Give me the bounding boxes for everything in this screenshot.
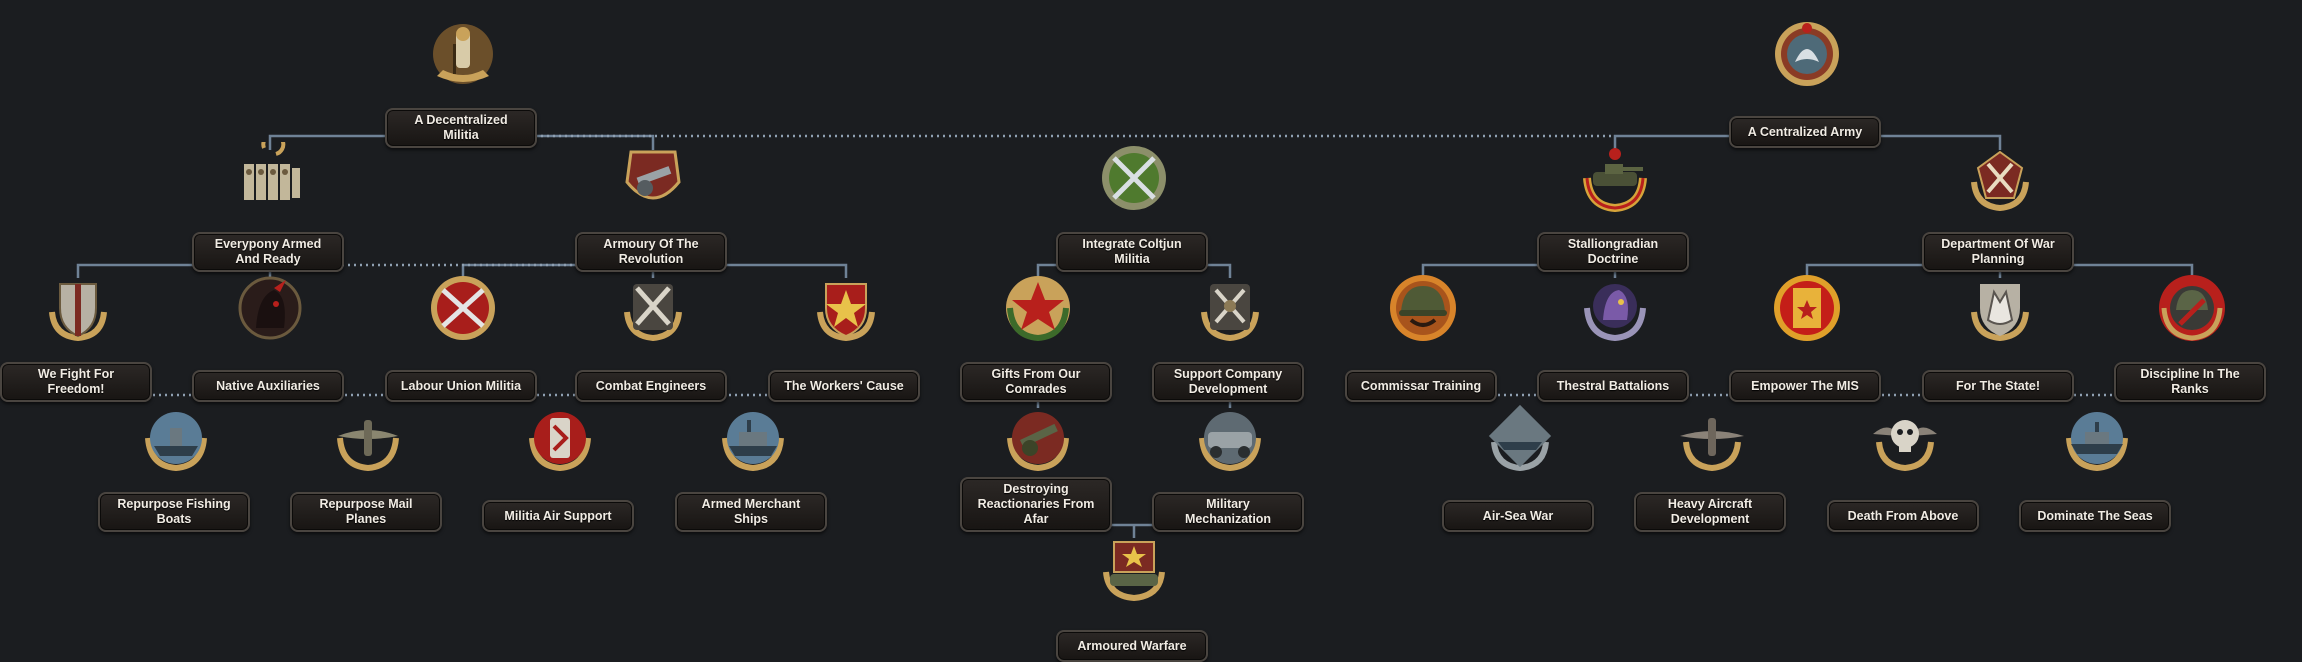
helmet-icon [1387,272,1459,344]
focus-combat-engineers[interactable]: Combat Engineers [573,272,733,402]
armed-crowd-icon [234,142,306,214]
focus-discipline-ranks[interactable]: Discipline In The Ranks [2112,272,2272,402]
focus-label: Militia Air Support [482,500,634,532]
focus-decentralized-militia[interactable]: A Decentralized Militia [383,18,543,148]
discipline-helmet-icon [2156,272,2228,344]
focus-empower-mis[interactable]: Empower The MIS [1727,272,1887,402]
focus-label: The Workers' Cause [768,370,920,402]
tank-wreath-icon [1579,142,1651,214]
crossed-rifles-icon [1098,142,1170,214]
focus-armed-merchant[interactable]: Armed Merchant Ships [673,402,833,532]
focus-military-mechanization[interactable]: Military Mechanization [1150,402,1310,532]
crossed-shovels-icon [1194,272,1266,344]
focus-label: Everypony Armed And Ready [192,232,344,272]
shield-sword-icon [42,272,114,344]
skull-wings-icon [1869,402,1941,474]
merchant-ship-icon [717,402,789,474]
focus-commissar-training[interactable]: Commissar Training [1343,272,1503,402]
native-warrior-icon [234,272,306,344]
focus-stalliongradian-doctrine[interactable]: Stalliongradian Doctrine [1535,142,1695,272]
focus-repurpose-planes[interactable]: Repurpose Mail Planes [288,402,448,532]
focus-everypony-armed[interactable]: Everypony Armed And Ready [190,142,350,272]
focus-dominate-seas[interactable]: Dominate The Seas [2017,402,2177,532]
red-star-wreath-icon [1002,272,1074,344]
focus-centralized-army[interactable]: A Centralized Army [1727,18,1887,148]
focus-workers-cause[interactable]: The Workers' Cause [766,272,926,402]
focus-armoury-revolution[interactable]: Armoury Of The Revolution [573,142,733,272]
focus-label: Dominate The Seas [2019,500,2171,532]
thestral-icon [1579,272,1651,344]
army-eagle-icon [1771,18,1843,90]
bomber-icon [1676,402,1748,474]
focus-label: Discipline In The Ranks [2114,362,2266,402]
focus-death-from-above[interactable]: Death From Above [1825,402,1985,532]
focus-air-sea-war[interactable]: Air-Sea War [1440,402,1600,532]
wolf-emblem-icon [1964,272,2036,344]
artillery-gun-icon [617,142,689,214]
crossed-tools-icon [617,272,689,344]
focus-department-war-planning[interactable]: Department Of War Planning [1920,142,2080,272]
focus-label: Empower The MIS [1729,370,1881,402]
tank-star-icon [1098,532,1170,604]
crossed-rifles-red-icon [427,272,499,344]
battleship-icon [2061,402,2133,474]
focus-label: Support Company Development [1152,362,1304,402]
focus-label: Armed Merchant Ships [675,492,827,532]
focus-destroying-reactionaries[interactable]: Destroying Reactionaries From Afar [958,402,1118,532]
focus-label: Destroying Reactionaries From Afar [960,477,1112,532]
focus-label: Repurpose Fishing Boats [98,492,250,532]
focus-label: Gifts From Our Comrades [960,362,1112,402]
focus-label: Combat Engineers [575,370,727,402]
focus-we-fight-freedom[interactable]: We Fight For Freedom! [0,272,158,402]
focus-armoured-warfare[interactable]: Armoured Warfare [1054,532,1214,662]
focus-label: Death From Above [1827,500,1979,532]
focus-label: Repurpose Mail Planes [290,492,442,532]
focus-label: Thestral Battalions [1537,370,1689,402]
focus-label: A Decentralized Militia [385,108,537,148]
war-planning-icon [1964,142,2036,214]
mail-plane-icon [332,402,404,474]
focus-label: Military Mechanization [1152,492,1304,532]
focus-label: Labour Union Militia [385,370,537,402]
air-support-icon [524,402,596,474]
focus-label: Commissar Training [1345,370,1497,402]
militia-soldier-icon [427,18,499,90]
focus-label: A Centralized Army [1729,116,1881,148]
focus-integrate-coltjun[interactable]: Integrate Coltjun Militia [1054,142,1214,272]
focus-label: We Fight For Freedom! [0,362,152,402]
focus-label: Heavy Aircraft Development [1634,492,1786,532]
focus-label: Stalliongradian Doctrine [1537,232,1689,272]
focus-gifts-comrades[interactable]: Gifts From Our Comrades [958,272,1118,402]
focus-heavy-aircraft[interactable]: Heavy Aircraft Development [1632,402,1792,532]
fishing-boat-icon [140,402,212,474]
focus-thestral-battalions[interactable]: Thestral Battalions [1535,272,1695,402]
armored-car-icon [1194,402,1266,474]
focus-native-auxiliaries[interactable]: Native Auxiliaries [190,272,350,402]
focus-support-company[interactable]: Support Company Development [1150,272,1310,402]
focus-for-the-state[interactable]: For The State! [1920,272,2080,402]
focus-label: Armoury Of The Revolution [575,232,727,272]
red-book-icon [1771,272,1843,344]
field-gun-icon [1002,402,1074,474]
focus-label: For The State! [1922,370,2074,402]
focus-repurpose-boats[interactable]: Repurpose Fishing Boats [96,402,256,532]
warship-icon [1484,402,1556,474]
focus-label: Armoured Warfare [1056,630,1208,662]
focus-militia-air-support[interactable]: Militia Air Support [480,402,640,532]
focus-label: Native Auxiliaries [192,370,344,402]
red-star-shield-icon [810,272,882,344]
focus-label: Air-Sea War [1442,500,1594,532]
focus-label: Department Of War Planning [1922,232,2074,272]
focus-labour-union-militia[interactable]: Labour Union Militia [383,272,543,402]
focus-label: Integrate Coltjun Militia [1056,232,1208,272]
